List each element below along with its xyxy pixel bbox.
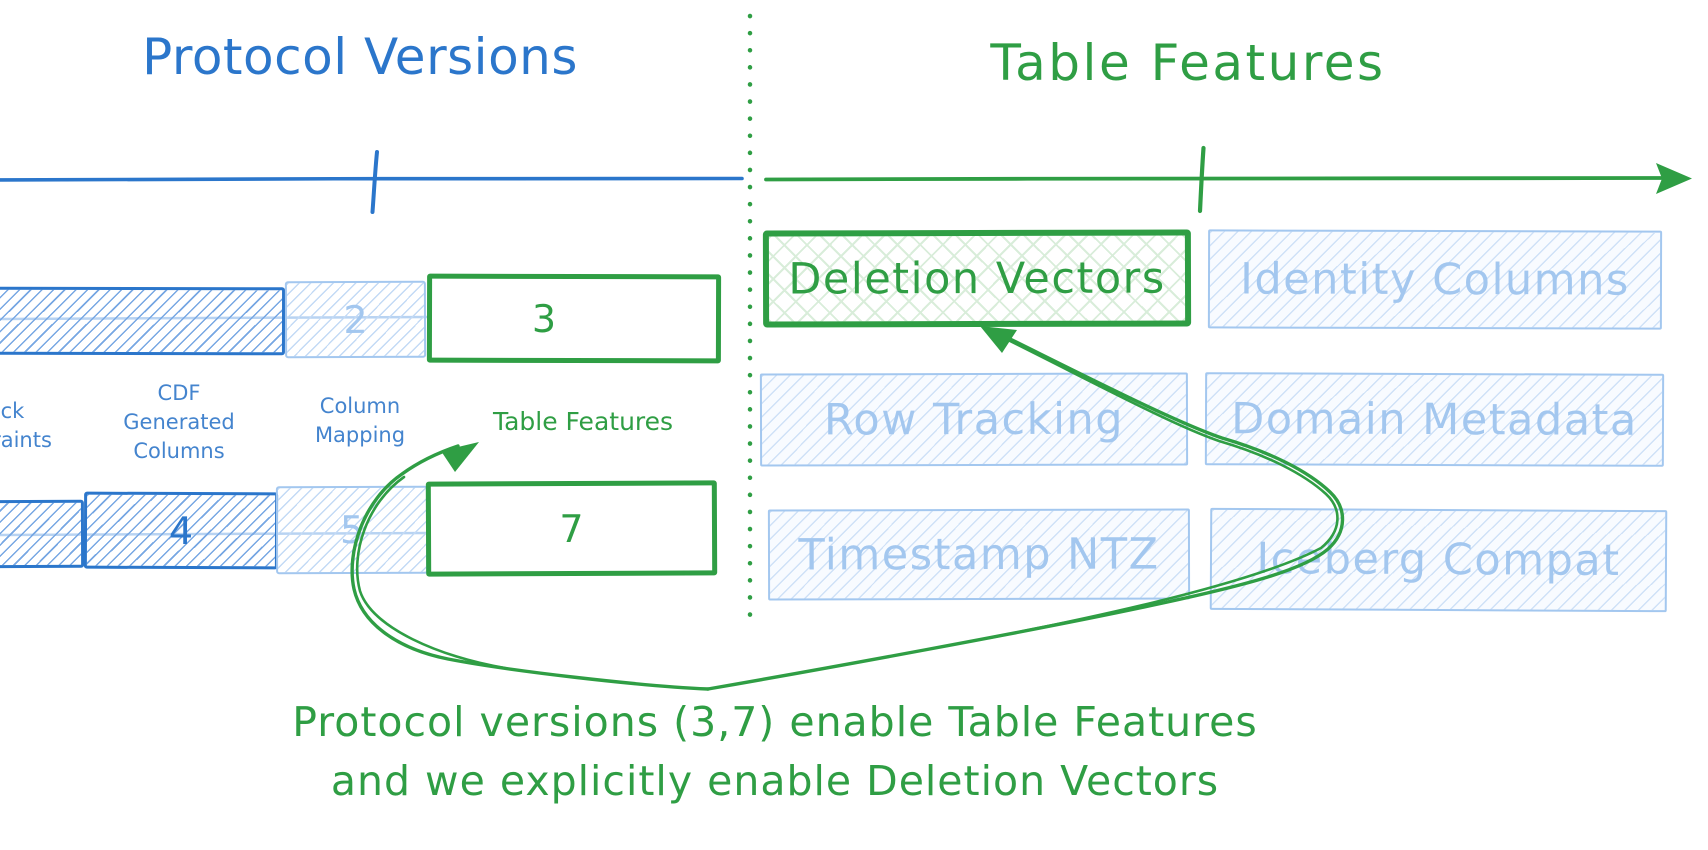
feature-box-timestamp-ntz: Timestamp NTZ <box>767 508 1191 601</box>
writer-version-7-label: 7 <box>559 506 584 551</box>
reader-version-3-label: 3 <box>531 296 557 341</box>
writer-row-midline <box>0 531 429 537</box>
deletion-vectors-label: Deletion Vectors <box>788 253 1166 304</box>
cdf-generated-columns-label: CDF Generated Columns <box>123 381 235 463</box>
features-timeline-tick <box>1197 145 1206 214</box>
check-constraints-label: Check Constraints <box>0 399 52 452</box>
writer-version-5-box: 5 <box>275 485 429 575</box>
protocol-versions-title: Protocol Versions <box>142 28 578 86</box>
feature-box-domain-metadata: Domain Metadata <box>1204 372 1665 467</box>
table-features-arrowhead <box>441 442 479 472</box>
feature-box-iceberg-compat: Iceberg Compat <box>1209 507 1668 613</box>
feature-box-deletion-vectors: Deletion Vectors <box>762 229 1192 328</box>
domain-metadata-label: Domain Metadata <box>1231 393 1638 446</box>
protocol-timeline-tick <box>370 150 379 214</box>
caption-line-1: Protocol versions (3,7) enable Table Fea… <box>292 698 1258 746</box>
arrow-to-table-features-path-2 <box>355 475 507 670</box>
writer-version-7-box: 7 <box>425 480 718 577</box>
writer-version-1-box <box>0 499 85 569</box>
feature-box-identity-columns: Identity Columns <box>1207 229 1663 330</box>
arrow-to-table-features <box>350 442 710 691</box>
iceberg-compat-label: Iceberg Compat <box>1256 534 1621 586</box>
reader-version-3-box: 3 <box>426 273 722 364</box>
writer-version-4-box: 4 <box>83 491 279 570</box>
protocol-timeline <box>0 176 744 182</box>
reader-row-midline <box>0 315 428 321</box>
reader-version-2-label: 2 <box>343 297 368 342</box>
timestamp-ntz-label: Timestamp NTZ <box>798 529 1160 580</box>
features-timeline <box>764 176 1666 182</box>
feature-box-row-tracking: Row Tracking <box>759 372 1189 467</box>
row-tracking-label: Row Tracking <box>823 394 1125 445</box>
arrow-to-deletion-vectors <box>706 326 1345 691</box>
arrow-to-table-features-path <box>350 444 710 691</box>
arrow-to-deletion-vectors-path-2 <box>987 336 1339 640</box>
reader-version-2-box: 2 <box>284 280 427 359</box>
deletion-vectors-arrowhead <box>980 326 1017 353</box>
writer-version-4-label: 4 <box>168 508 194 553</box>
features-timeline-arrowhead <box>1656 163 1692 194</box>
column-mapping-label: Column Mapping <box>314 394 406 447</box>
arrow-to-deletion-vectors-path <box>706 333 1345 691</box>
reader-version-1-box <box>0 286 286 356</box>
table-features-column-label: Table Features <box>492 407 674 436</box>
caption-line-2: and we explicitly enable Deletion Vector… <box>330 757 1220 805</box>
table-features-title: Table Features <box>990 34 1386 92</box>
identity-columns-label: Identity Columns <box>1240 253 1630 306</box>
writer-version-5-label: 5 <box>339 507 365 553</box>
